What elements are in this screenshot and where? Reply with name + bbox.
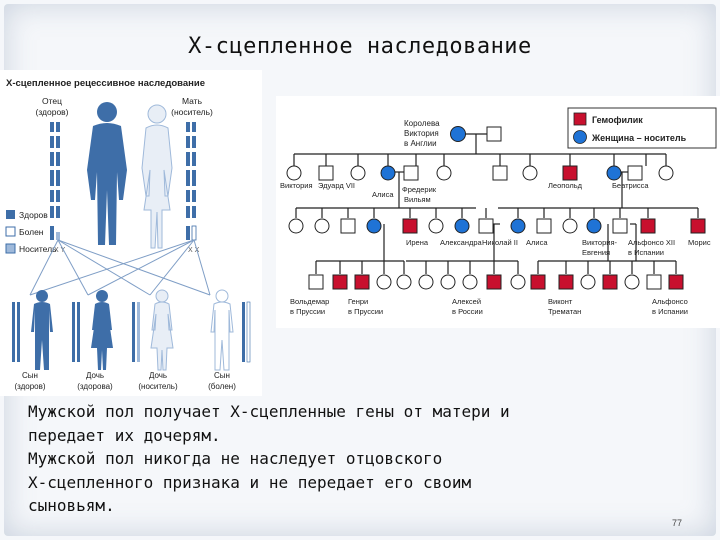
queen-label-1: Королева [404, 119, 440, 128]
figure-header: Х-сцепленное рецессивное наследование [6, 78, 205, 89]
body-line-3: Мужской пол никогда не наследует отцовск… [28, 449, 443, 468]
mother-label: Мать [182, 96, 203, 106]
gen2-victoria: Виктория [280, 181, 313, 190]
gen2-edward: Эдуард VII [318, 181, 355, 190]
queen-label-2: Виктория [404, 129, 439, 138]
inheritance-lines [29, 239, 211, 296]
mother-chrom-label: X X [188, 247, 200, 254]
body-text: Мужской пол получает Х-сцепленные гены о… [28, 400, 648, 518]
legend-swatch-ill [5, 226, 16, 237]
gen3-nodes [288, 218, 706, 234]
child1-status: (здоров) [14, 382, 45, 391]
gen4-viscount-1: Виконт [548, 297, 573, 306]
children-chromosomes [12, 301, 251, 363]
gen3-victoria-eugenie-1: Виктория- [582, 238, 618, 247]
father-chromosomes [50, 122, 60, 240]
gen2-nodes [286, 165, 674, 181]
legend-carrier: Носитель [19, 244, 57, 254]
gen4-alfonso-1: Альфонсо [652, 297, 688, 306]
child4-status: (болен) [208, 382, 236, 391]
pedigree-legend [567, 107, 717, 149]
gen2-frederick: Фредерик [402, 185, 437, 194]
queen-label-3: в Англии [404, 139, 437, 148]
father-chrom-label: X Y [54, 247, 65, 254]
legend-healthy: Здоров [19, 210, 48, 220]
gen3-alfonso-2: в Испании [628, 248, 664, 257]
royal-pedigree-svg: Гемофилик Женщина – носитель Королева Ви… [280, 107, 717, 316]
father-status: (здоров) [35, 107, 68, 117]
child-son-healthy [31, 290, 53, 370]
legend-hemophiliac: Гемофилик [592, 115, 643, 125]
child1-label: Сын [22, 371, 38, 380]
page-number: 77 [672, 518, 683, 528]
child-daughter-healthy [91, 290, 113, 370]
body-line-4: Х-сцепленного признака и не передает его… [28, 472, 472, 492]
gen3-irene: Ирена [406, 238, 429, 247]
child3-label: Дочь [149, 371, 167, 380]
gen4-waldemar-2: в Пруссии [290, 307, 325, 316]
gen2-leopold: Леопольд [548, 181, 583, 190]
child-daughter-carrier [150, 289, 174, 371]
gen2-william: Вильям [404, 195, 431, 204]
legend-swatch-carrier [5, 243, 16, 254]
child4-label: Сын [214, 371, 230, 380]
slide-title: Х-сцепленное наследование [188, 34, 532, 59]
figure-legend: Здоров Болен Носитель [5, 210, 57, 254]
body-line-1: Мужской пол получает Х-сцепленные гены о… [28, 402, 510, 421]
inheritance-figure: Х-сцепленное рецессивное наследование От… [0, 70, 262, 396]
child2-status: (здорова) [77, 382, 113, 391]
gen3-maurice: Морис [688, 238, 711, 247]
inheritance-figure-svg: Х-сцепленное рецессивное наследование От… [5, 78, 251, 391]
gen3-victoria-eugenie-2: Евгения [582, 248, 610, 257]
gen4-alfonso-2: в Испании [652, 307, 688, 316]
gen4-viscount-2: Трематан [548, 307, 581, 316]
gen4-alexei-2: в России [452, 307, 483, 316]
gen4-alexei-1: Алексей [452, 297, 481, 306]
legend-swatch-healthy [6, 210, 15, 219]
gen4-nodes [308, 274, 684, 290]
gen3-alix: Алиса [526, 238, 548, 247]
legend-hemophiliac-icon [573, 112, 587, 126]
child-son-ill [210, 289, 234, 371]
gen3-alfonso-1: Альфонсо XII [628, 238, 675, 247]
gen2-beatrice: Беатрисса [612, 181, 649, 190]
prince-albert-node [486, 126, 502, 142]
mother-status: (носитель) [171, 107, 213, 117]
queen-victoria-node [450, 126, 466, 142]
father-label: Отец [42, 96, 62, 106]
gen3-alexandra: Александра [440, 238, 483, 247]
child2-label: Дочь [86, 371, 104, 380]
mother-chromosomes [186, 122, 197, 241]
gen4-henry-2: в Пруссии [348, 307, 383, 316]
legend-carrier: Женщина – носитель [591, 133, 687, 143]
gen3-nicholas: Николай II [482, 238, 518, 247]
gen4-henry-1: Генри [348, 297, 368, 306]
legend-carrier-icon [573, 130, 587, 144]
child3-status: (носитель) [138, 382, 178, 391]
body-line-2: передает их дочерям. [28, 425, 221, 445]
royal-pedigree: Гемофилик Женщина – носитель Королева Ви… [276, 96, 720, 328]
legend-ill: Болен [19, 227, 44, 237]
gen2-alice: Алиса [372, 190, 394, 199]
pedigree-lines [293, 133, 699, 274]
body-line-5: сыновьям. [28, 496, 115, 515]
father-figure [87, 102, 127, 245]
gen4-waldemar-1: Вольдемар [290, 297, 329, 306]
mother-figure [141, 104, 173, 249]
